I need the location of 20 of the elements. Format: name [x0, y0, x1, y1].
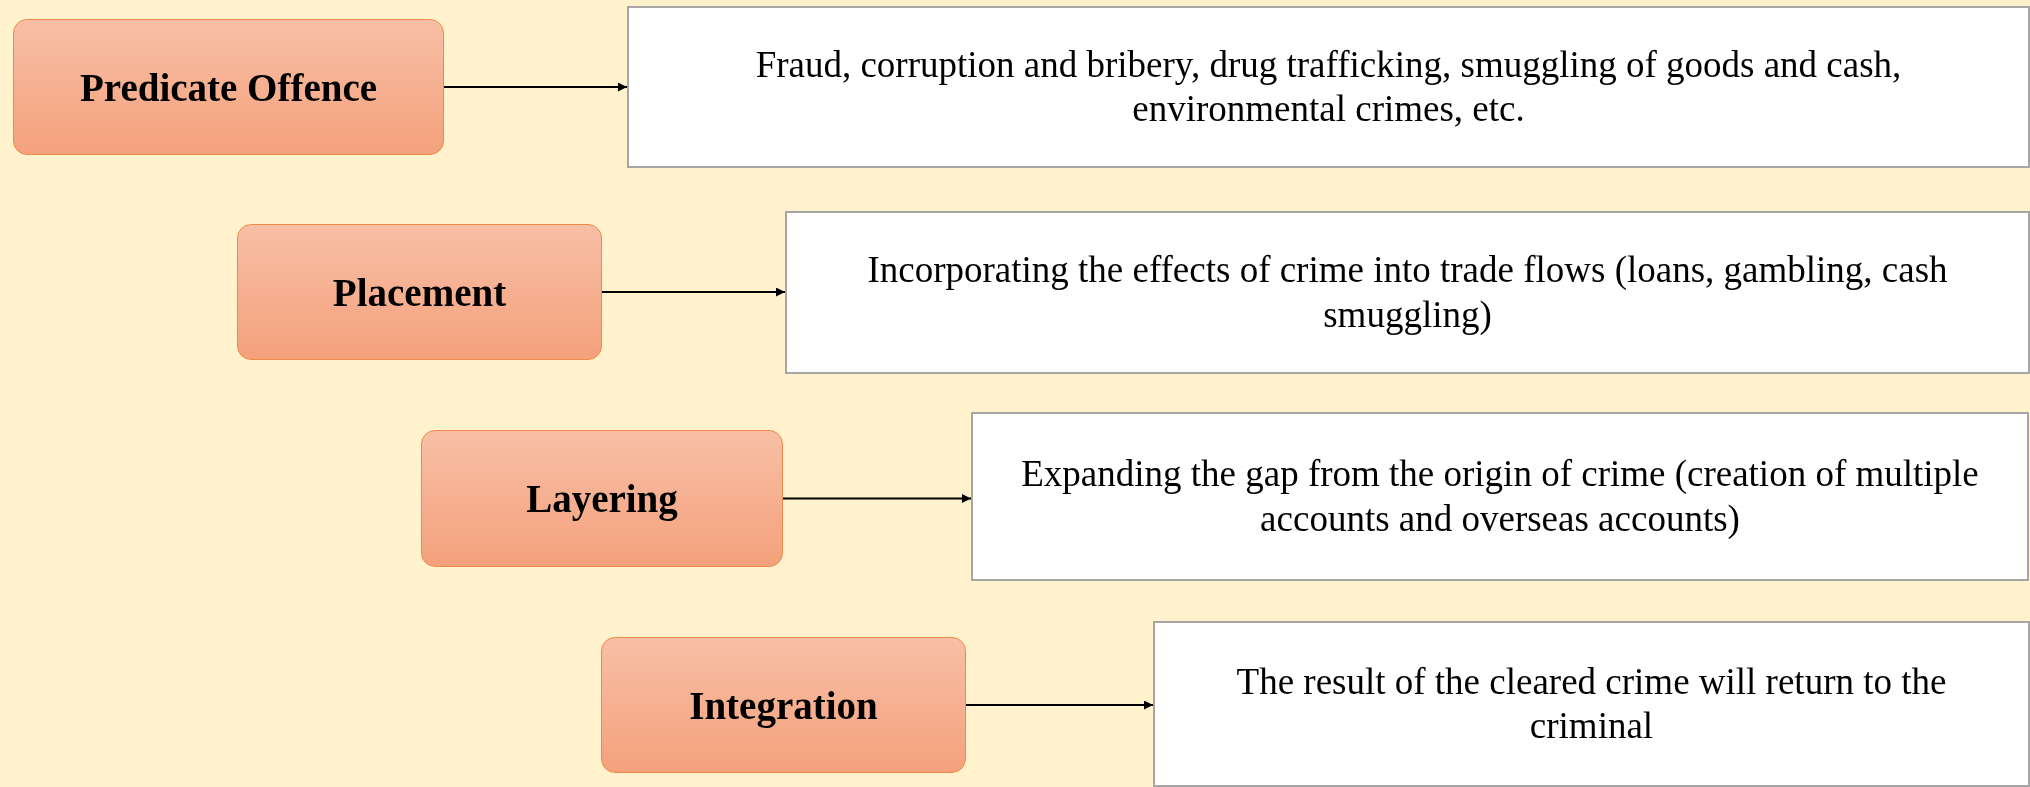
arrow — [782, 494, 972, 503]
description-box — [1153, 621, 2030, 787]
stage-box — [237, 224, 602, 360]
stage-label: Placement — [332, 269, 507, 315]
stage-box — [601, 637, 966, 773]
description-box — [785, 211, 2030, 374]
arrow — [443, 82, 628, 92]
stage-box — [421, 430, 783, 567]
description-text: Fraud, corruption and bribery, drug trafficking, smuggling of goods and cash, environmental crimes, etc. — [754, 42, 1903, 131]
arrow — [965, 700, 1154, 710]
description-box — [971, 412, 2029, 581]
description-box — [627, 6, 2030, 168]
description-text: Incorporating the effects of crime into trade flows (loans, gambling, cash smuggling) — [866, 248, 1949, 337]
stage-label: Predicate Offence — [79, 64, 378, 110]
arrow — [601, 287, 786, 297]
description-text: Expanding the gap from the origin of crime (creation of multiple accounts and overseas accounts) — [1020, 452, 1980, 541]
stage-box — [13, 19, 444, 155]
stage-label: Layering — [526, 476, 678, 521]
stage-label: Integration — [689, 682, 878, 728]
description-text: The result of the cleared crime will return to the criminal — [1235, 659, 1948, 748]
